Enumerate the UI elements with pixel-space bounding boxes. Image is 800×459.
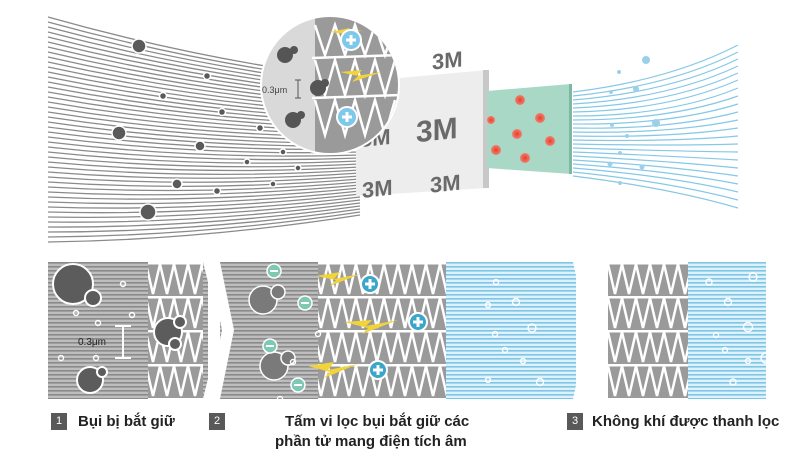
svg-text:3M: 3M [362, 175, 393, 203]
caption-1-text: Bụi bị bắt giữ [78, 413, 175, 430]
step-number-2: 2 [209, 413, 225, 430]
caption-2-line-2: phần tử mang điện tích âm [275, 433, 467, 450]
step-number-3: 3 [567, 413, 583, 430]
captured-particles [277, 46, 329, 128]
air-flow-illustration: 3M 3M 3M 3M 3M [47, 15, 739, 243]
arrow-2-to-3 [573, 262, 603, 399]
panel-1-dust-captured: 0.3μm [48, 262, 238, 399]
negative-charge-icon [262, 263, 313, 393]
positive-charge-icon [360, 274, 428, 380]
svg-text:3M: 3M [432, 46, 463, 74]
panel-3-clean-air [484, 262, 768, 399]
clean-air-particles [607, 56, 660, 185]
positive-charge-icon [336, 29, 362, 128]
antibacterial-filter-sheet [487, 84, 572, 174]
panel-2-electrostatic-capture [220, 262, 576, 399]
bacteria [487, 95, 555, 163]
top-diagram: 3M 3M 3M 3M 3M [47, 15, 739, 243]
caption-2-line-1: Tấm vi lọc bụi bắt giữ các [285, 413, 470, 430]
magnifier-size-label: 0.3μm [262, 85, 287, 95]
clean-air-lines [572, 44, 739, 209]
bottom-panels: 0.3μm [48, 262, 768, 399]
caption-3-text: Không khí được thanh lọc [592, 413, 780, 430]
panel-1-size-label: 0.3μm [78, 337, 106, 348]
lightning-icon [308, 272, 398, 378]
dust-particles [111, 38, 302, 221]
step-number-1: 1 [51, 413, 67, 430]
arrow-1-to-2 [208, 262, 234, 399]
svg-text:3M: 3M [416, 112, 458, 149]
svg-text:3M: 3M [430, 170, 461, 198]
